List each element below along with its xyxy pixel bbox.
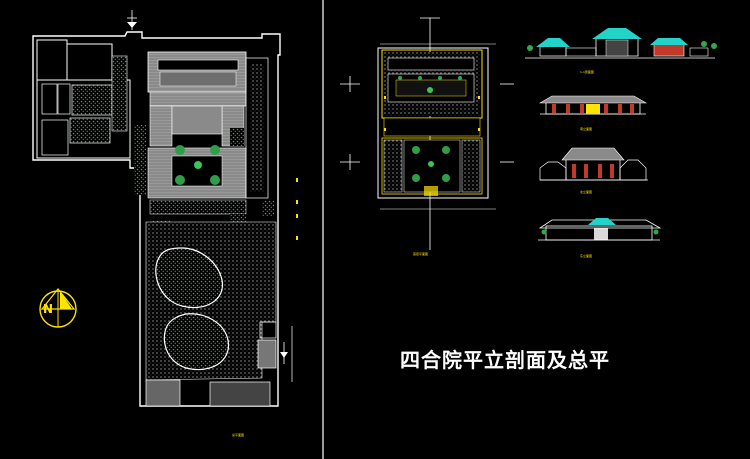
north-mark-label: N: [43, 302, 54, 316]
nw-block-b: [66, 43, 113, 81]
nw-room-1: [41, 83, 58, 115]
north-arrow-icon: [39, 288, 77, 328]
caption-elevation-2: 南立面图: [580, 127, 593, 131]
drawing-title: 四合院平立剖面及总平: [400, 348, 610, 372]
site-plan: [32, 10, 298, 407]
caption-floor-plan: 首层平面图: [413, 252, 429, 256]
courtyard-complex: [134, 51, 274, 232]
elevation-2: [538, 95, 648, 115]
nw-garden-2: [69, 117, 111, 144]
site-boundary: [32, 31, 281, 407]
caption-elevation-4: 东立面图: [580, 254, 593, 258]
south-garden: [145, 221, 277, 407]
elevation-4: [538, 218, 662, 241]
nw-block-c: [36, 79, 131, 159]
caption-site-plan: 总平面图: [232, 433, 245, 437]
nw-block-a: [36, 39, 68, 81]
elevation-3: [539, 147, 648, 181]
compass-small-bottom: [280, 326, 293, 382]
elevation-1: [525, 28, 717, 59]
compass-small-top: [127, 10, 137, 30]
caption-elevation-1: 1-1剖面图: [580, 70, 594, 74]
caption-elevation-3: 北立面图: [580, 190, 593, 194]
nw-room-3: [41, 119, 69, 156]
nw-court-strip: [111, 55, 128, 132]
nw-room-2: [57, 83, 71, 115]
floor-plan: [340, 17, 514, 250]
side-dimension-marks: [296, 178, 298, 240]
nw-garden-1: [71, 84, 113, 116]
